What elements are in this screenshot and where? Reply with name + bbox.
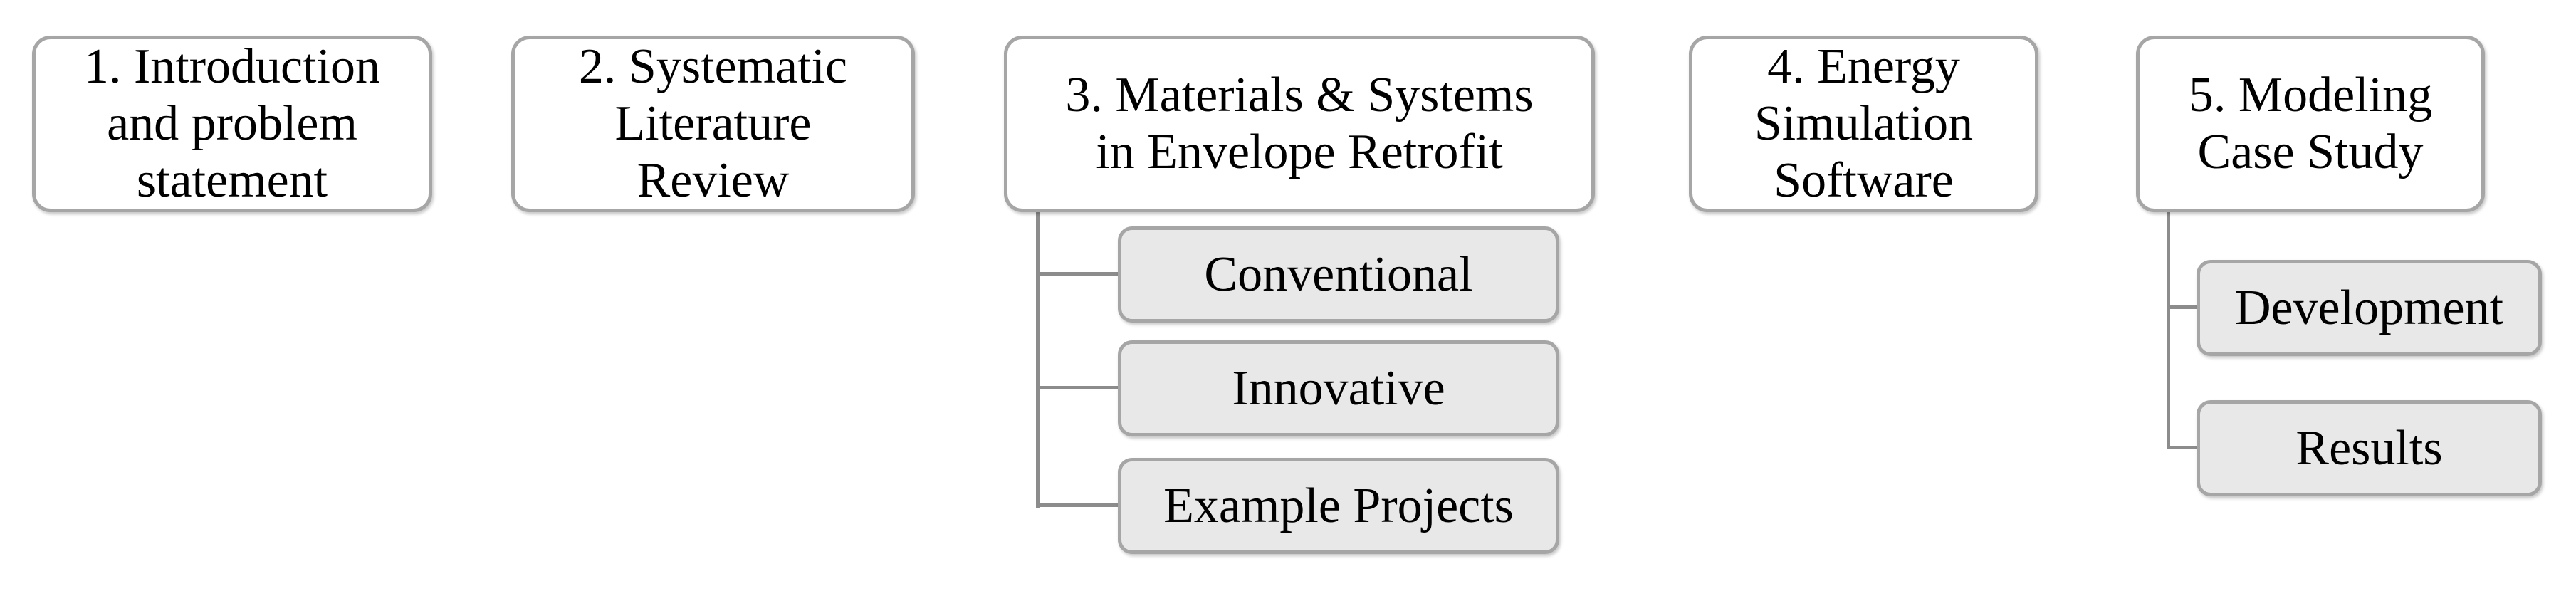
subtopic-label: Example Projects: [1163, 478, 1514, 533]
connector-branch-results: [2167, 446, 2197, 449]
subtopic-box-results: Results: [2197, 400, 2542, 496]
chapter-label: 5. Modeling Case Study: [2188, 68, 2433, 179]
chapter-label: 3. Materials & Systems in Envelope Retro…: [1065, 68, 1534, 179]
subtopic-box-example-projects: Example Projects: [1118, 458, 1559, 554]
subtopic-label: Innovative: [1232, 360, 1445, 416]
chapter-box-materials-systems: 3. Materials & Systems in Envelope Retro…: [1004, 36, 1595, 212]
chapter-box-modeling-case-study: 5. Modeling Case Study: [2136, 36, 2485, 212]
chapter-box-literature-review: 2. Systematic Literature Review: [511, 36, 915, 212]
subtopic-box-innovative: Innovative: [1118, 340, 1559, 436]
connector-trunk-modeling-case-study: [2167, 210, 2170, 449]
subtopic-label: Results: [2295, 420, 2443, 476]
subtopic-label: Conventional: [1204, 246, 1473, 302]
chapter-box-introduction: 1. Introduction and problem statement: [32, 36, 432, 212]
connector-branch-example-projects: [1036, 503, 1118, 507]
chapter-box-energy-simulation: 4. Energy Simulation Software: [1689, 36, 2038, 212]
subtopic-box-development: Development: [2197, 260, 2542, 356]
chapter-label: 4. Energy Simulation Software: [1754, 39, 1974, 208]
subtopic-label: Development: [2234, 280, 2504, 335]
subtopic-box-conventional: Conventional: [1118, 226, 1559, 323]
connector-branch-conventional: [1036, 272, 1118, 276]
chapter-label: 1. Introduction and problem statement: [83, 39, 381, 208]
connector-branch-development: [2167, 305, 2197, 309]
connector-trunk-materials-systems: [1036, 210, 1040, 508]
connector-branch-innovative: [1036, 386, 1118, 389]
chapter-label: 2. Systematic Literature Review: [578, 39, 848, 208]
